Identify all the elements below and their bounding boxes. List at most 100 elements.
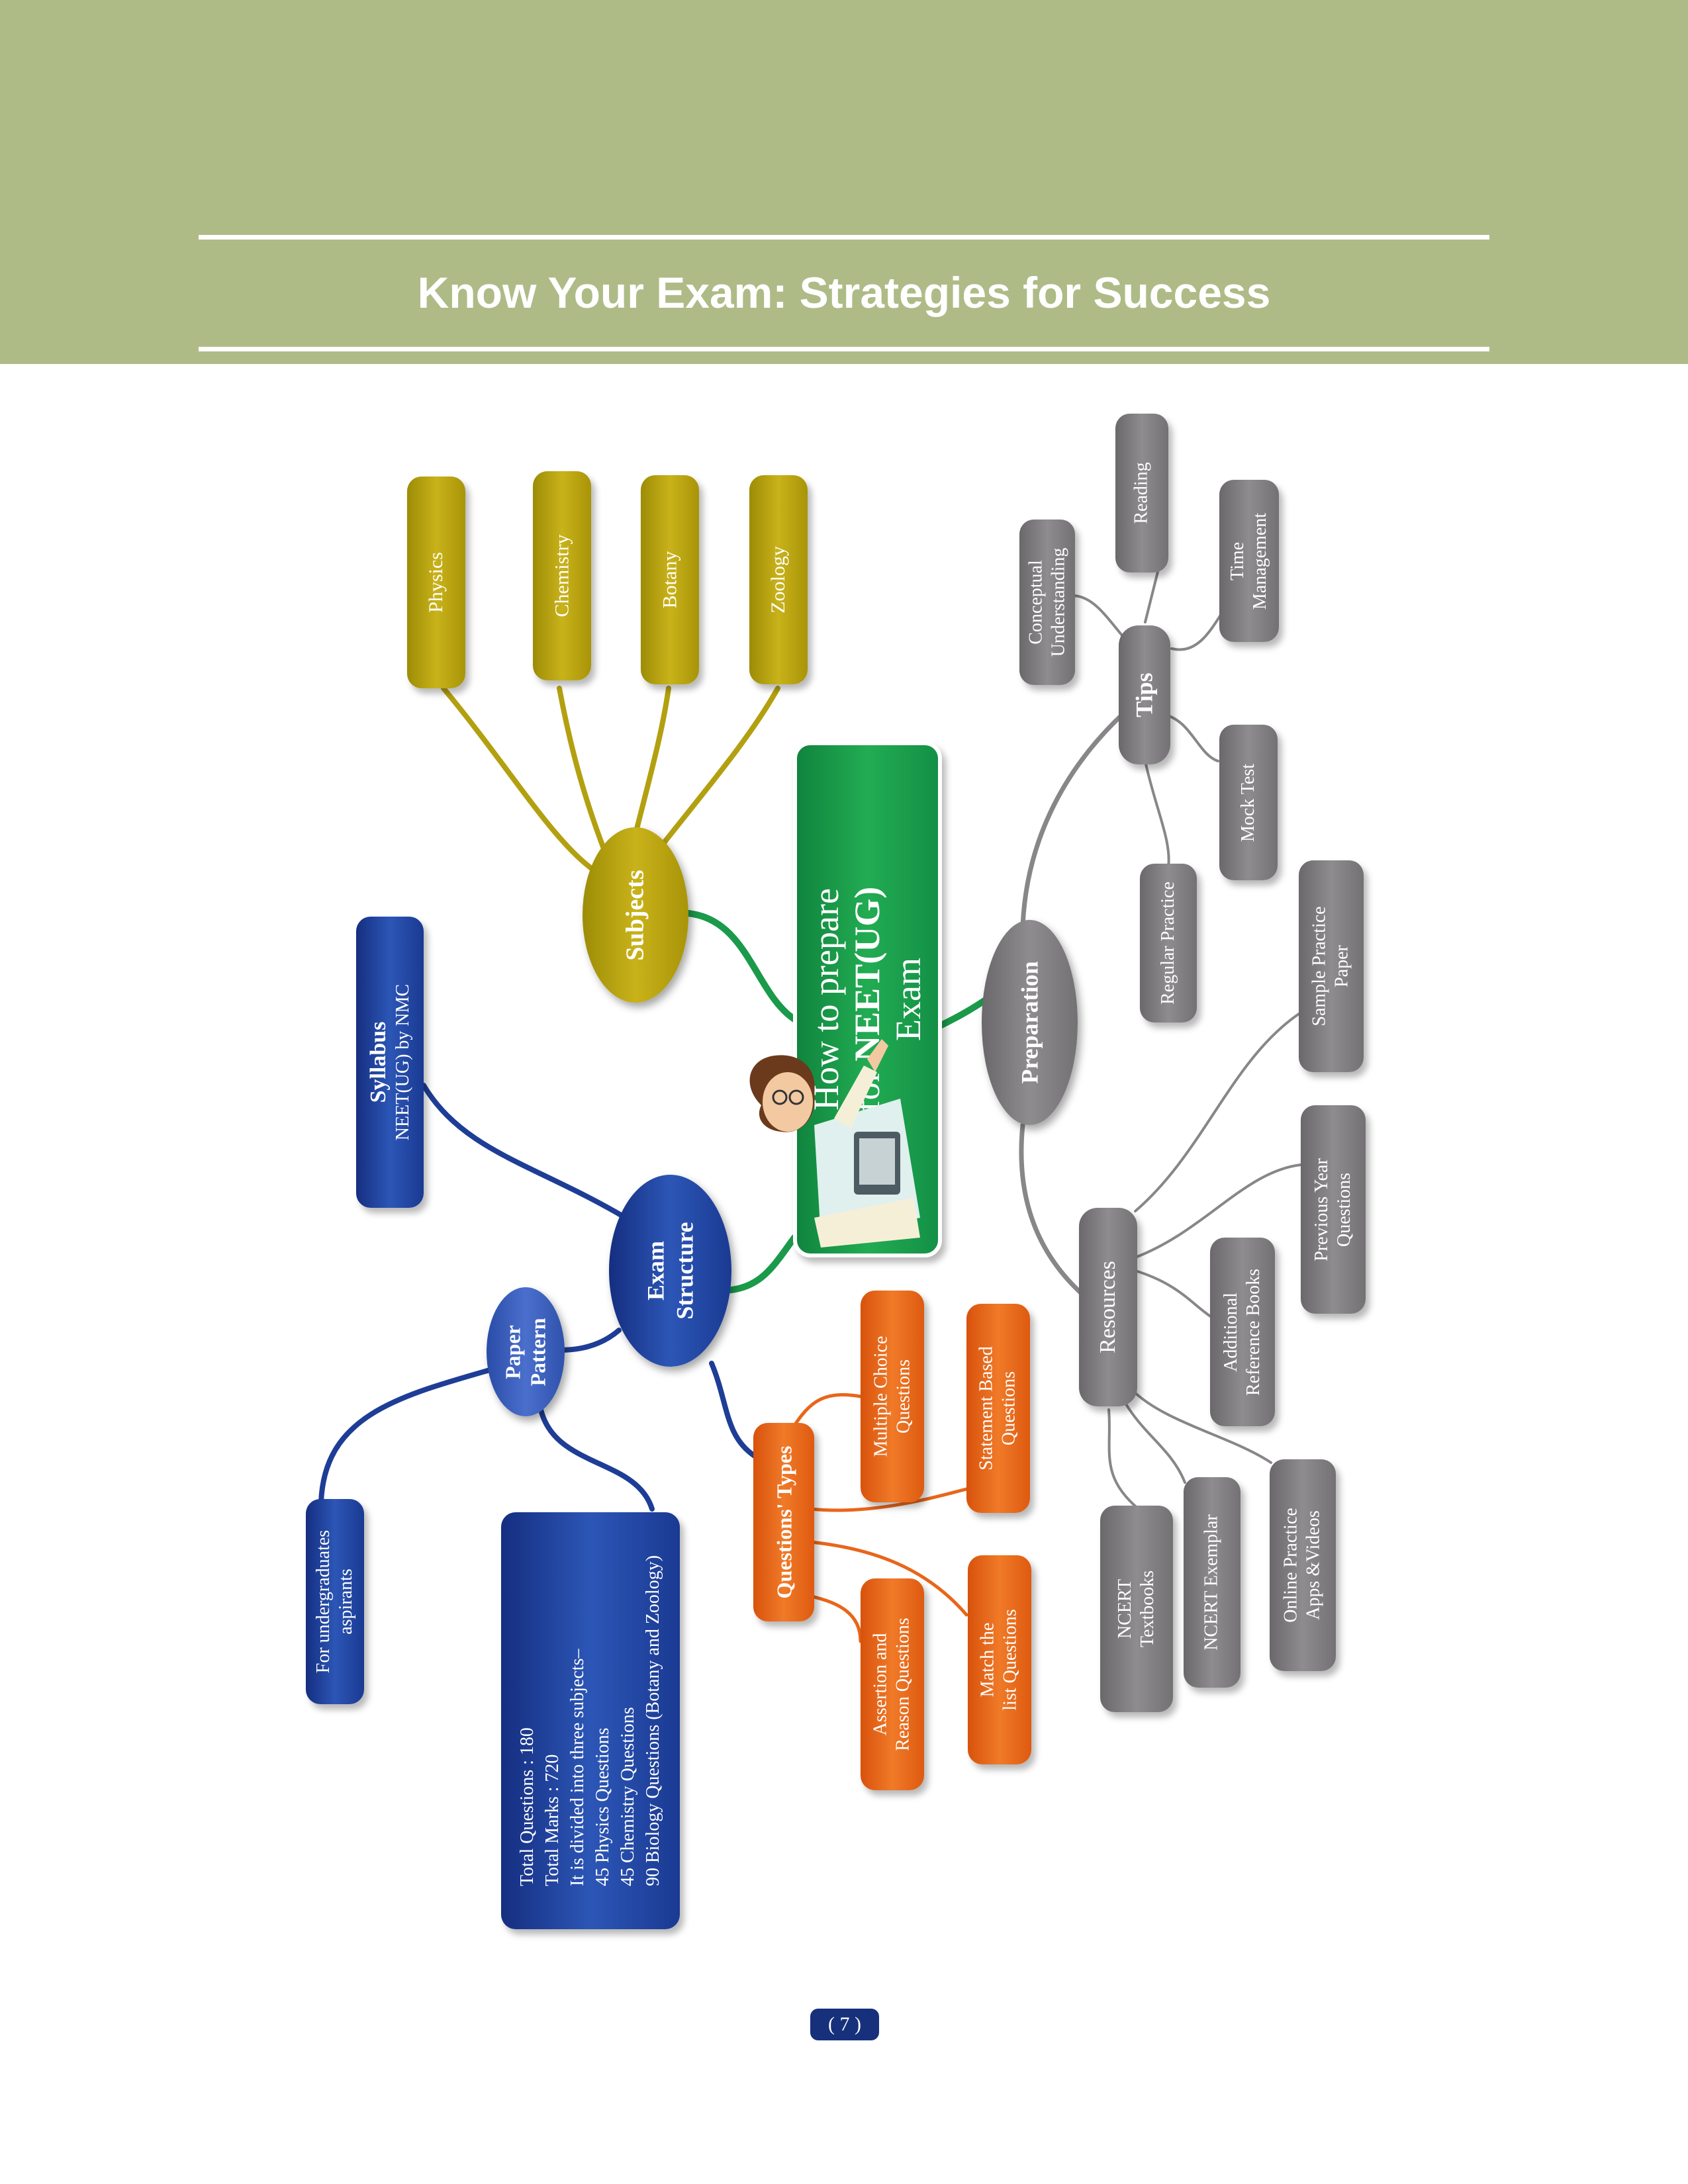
detail-line-5: 45 Chemistry Questions — [618, 1707, 639, 1887]
header-band: Know Your Exam: Strategies for Success — [0, 0, 1688, 364]
paper-pattern-line1: Paper — [501, 1324, 525, 1379]
res-online-line1: Online Practice — [1281, 1508, 1301, 1623]
tip-mock-label: Mock Test — [1238, 763, 1259, 842]
link-resources-additional — [1134, 1269, 1213, 1318]
tip-regular-practice: Regular Practice — [1140, 864, 1197, 1023]
paper-details-box: Total Questions : 180 Total Marks : 720 … — [501, 1512, 680, 1929]
link-resources-previous — [1134, 1163, 1302, 1259]
qtype-match-line1: Match the — [978, 1622, 999, 1698]
link-questions-match — [809, 1540, 968, 1617]
res-additional-line1: Additional — [1221, 1292, 1242, 1372]
tips-node: Tips — [1119, 625, 1170, 764]
link-center-preparation — [937, 996, 990, 1029]
link-resources-ncert-exemplar — [1124, 1402, 1186, 1484]
qtype-match: Match the list Questions — [968, 1555, 1031, 1764]
detail-line-4: 45 Physics Questions — [592, 1727, 614, 1887]
header-top-rule — [199, 235, 1489, 240]
res-sample-line2: Paper — [1332, 945, 1352, 987]
detail-line-2: Total Marks : 720 — [542, 1754, 563, 1887]
qtype-statement-line2: Questions — [999, 1371, 1019, 1445]
subjects-node: Subjects — [583, 827, 688, 1003]
res-online-practice: Online Practice Apps &Videos — [1270, 1459, 1336, 1671]
subject-chemistry-label: Chemistry — [551, 534, 573, 617]
qtype-assertion: Assertion and Reason Questions — [861, 1578, 924, 1790]
tip-reading-label: Reading — [1131, 462, 1152, 524]
audience-line1: For undergraduates — [313, 1529, 334, 1674]
tip-time-line2: Management — [1250, 512, 1271, 610]
subject-botany-label: Botany — [658, 551, 680, 609]
qtype-assertion-line2: Reason Questions — [893, 1617, 914, 1751]
syllabus-box: Syllabus NEET(UG) by NMC — [356, 917, 424, 1208]
link-exam-syllabus — [421, 1083, 628, 1220]
res-additional-books: Additional Reference Books — [1210, 1238, 1275, 1426]
syllabus-title: Syllabus — [366, 1021, 391, 1103]
res-additional-line2: Reference Books — [1243, 1268, 1264, 1396]
subject-zoology-label: Zoology — [767, 546, 790, 614]
qtype-statement-line1: Statement Based — [976, 1346, 997, 1471]
tip-conceptual: Conceptual Understanding — [1019, 520, 1075, 685]
preparation-node: Preparation — [982, 920, 1078, 1125]
resources-node: Resources — [1079, 1208, 1137, 1406]
qtype-assertion-line1: Assertion and — [870, 1633, 891, 1736]
link-exam-center — [718, 1234, 798, 1294]
link-subjects-zoology — [653, 686, 780, 856]
tip-time-line1: Time — [1227, 541, 1248, 580]
question-types-label: Questions' Types — [772, 1445, 796, 1599]
exam-structure-line1: Exam — [642, 1241, 669, 1300]
subject-physics: Physics — [407, 477, 465, 688]
res-previous-line2: Questions — [1334, 1172, 1354, 1247]
link-exam-questions — [709, 1361, 757, 1459]
subjects-label: Subjects — [621, 869, 649, 961]
res-ncert-exemplar: NCERT Exemplar — [1184, 1477, 1241, 1688]
qtype-statement: Statement Based Questions — [966, 1304, 1030, 1513]
page-title: Know Your Exam: Strategies for Success — [417, 268, 1271, 317]
tips-label: Tips — [1131, 672, 1158, 717]
paper-pattern-line2: Pattern — [526, 1317, 550, 1387]
tip-mock-test: Mock Test — [1219, 725, 1278, 880]
res-ncert-textbooks-line2: Textbooks — [1137, 1570, 1158, 1648]
link-subjects-physics — [441, 686, 602, 876]
audience-box: For undergraduates aspirants — [306, 1499, 364, 1704]
link-questions-assertion — [802, 1593, 863, 1643]
tip-conceptual-line2: Understanding — [1048, 547, 1069, 657]
exam-structure-line2: Structure — [671, 1222, 698, 1320]
link-resources-ncert-textbooks — [1107, 1408, 1140, 1510]
res-previous-year: Previous Year Questions — [1301, 1105, 1366, 1314]
qtype-match-line2: list Questions — [1000, 1609, 1021, 1711]
teacher-illustration — [749, 1039, 920, 1248]
link-preparation-resources — [1019, 1122, 1088, 1300]
link-resources-online — [1131, 1388, 1272, 1464]
exam-structure-node: Exam Structure — [609, 1175, 731, 1367]
subject-botany: Botany — [641, 475, 699, 684]
res-sample-paper: Sample Practice Paper — [1299, 860, 1364, 1072]
link-subjects-center — [685, 910, 798, 1023]
res-ncert-exemplar-label: NCERT Exemplar — [1201, 1514, 1222, 1651]
res-previous-line1: Previous Year — [1311, 1158, 1332, 1261]
res-online-line2: Apps &Videos — [1303, 1510, 1324, 1620]
resources-label: Resources — [1096, 1261, 1120, 1353]
audience-line2: aspirants — [336, 1569, 356, 1635]
link-subjects-chemistry — [557, 686, 608, 856]
link-tips-mock — [1164, 713, 1219, 762]
link-tips-conceptual — [1071, 594, 1123, 637]
link-paper-audience — [318, 1367, 492, 1505]
tip-regular-label: Regular Practice — [1158, 882, 1178, 1005]
link-questions-statement — [809, 1487, 968, 1512]
subject-zoology: Zoology — [749, 475, 808, 684]
detail-line-3: It is divided into three subjects– — [567, 1649, 588, 1887]
link-subjects-botany — [630, 686, 671, 850]
question-types-node: Questions' Types — [753, 1423, 814, 1621]
preparation-label: Preparation — [1016, 961, 1043, 1084]
qtype-mcq-line1: Multiple Choice — [870, 1336, 892, 1457]
tip-time-management: Time Management — [1219, 480, 1279, 642]
link-tips-regular — [1144, 760, 1170, 868]
res-sample-line1: Sample Practice — [1309, 906, 1330, 1026]
link-preparation-tips — [1020, 712, 1125, 929]
tip-reading: Reading — [1115, 414, 1168, 572]
page-number: ( 7 ) — [810, 2009, 879, 2040]
header-bottom-rule — [199, 347, 1489, 351]
paper-pattern-node: Paper Pattern — [487, 1287, 565, 1416]
link-exam-paper — [553, 1328, 622, 1353]
link-resources-sample — [1134, 1011, 1302, 1212]
